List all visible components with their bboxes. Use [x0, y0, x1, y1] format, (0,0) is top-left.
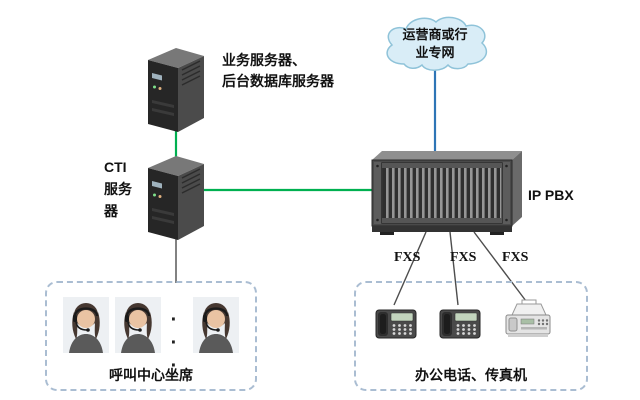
- desk-phone-icon: [374, 305, 418, 346]
- agent-headset-icon: [63, 297, 109, 353]
- cti-server-node: [140, 150, 212, 247]
- agent-photo: [115, 297, 161, 358]
- wan-cloud-label-line1: 运营商或行: [402, 27, 468, 42]
- fxs-label-2: FXS: [450, 250, 477, 265]
- call-center-agents-group: · · · 呼叫中心坐席: [45, 281, 257, 391]
- server-tower-icon: [148, 156, 204, 240]
- ip-pbx-label: IP PBX: [528, 187, 574, 203]
- agent-headset-icon: [115, 297, 161, 353]
- app-server-label-line2: 后台数据库服务器: [222, 73, 334, 89]
- wan-cloud-node: [376, 12, 494, 83]
- agent-photo: [193, 297, 239, 358]
- fxs-label-3: FXS: [502, 250, 529, 265]
- fxs-label-1: FXS: [394, 250, 421, 265]
- desk-phone-icon: [438, 305, 482, 346]
- cti-server-label-line3: 器: [104, 203, 118, 219]
- agents-group-label: 呼叫中心坐席: [109, 367, 193, 383]
- server-tower-icon: [148, 48, 204, 132]
- office-devices-group: 办公电话、传真机: [354, 281, 588, 391]
- ip-pbx-chassis-icon: [371, 151, 522, 235]
- fax-machine-icon: [502, 299, 554, 346]
- cti-server-label-line1: CTI: [104, 159, 127, 175]
- cloud-icon: [386, 16, 488, 71]
- agent-photo: [63, 297, 109, 358]
- app-server-label-line1: 业务服务器、: [222, 52, 306, 68]
- ip-pbx-node: [368, 148, 526, 241]
- app-server-node: [140, 42, 212, 139]
- agent-headset-icon: [193, 297, 239, 353]
- wan-cloud-label-line2: 业专网: [415, 45, 455, 60]
- cti-server-label: CTI 服务 器: [104, 156, 132, 222]
- cti-server-label-line2: 服务: [104, 181, 132, 197]
- app-server-label: 业务服务器、 后台数据库服务器: [222, 50, 334, 92]
- wan-cloud-label: 运营商或行 业专网: [378, 26, 492, 62]
- devices-group-label: 办公电话、传真机: [415, 367, 527, 383]
- ellipsis: · · ·: [170, 309, 184, 377]
